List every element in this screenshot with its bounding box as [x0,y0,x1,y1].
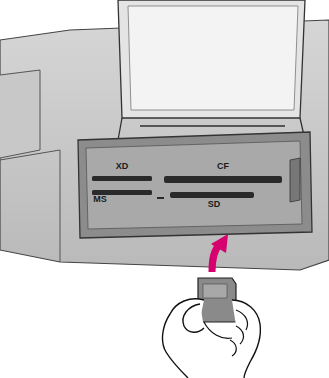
body-edge [0,150,60,262]
sd-slot [170,192,254,198]
slot-label: XD [116,162,129,171]
slot-label: SD [208,200,221,209]
slot-recess [78,132,312,238]
palm-line [204,322,232,338]
slot-panel [86,141,302,229]
side-latch [290,158,300,202]
thumb [163,299,204,378]
cf-slot [164,176,282,183]
card-label [203,284,227,298]
fingers [232,300,260,378]
slot-separator [157,197,164,199]
hinge-bar [140,125,285,127]
slot-label: MS [93,195,107,204]
xd-slot [92,176,152,181]
lid-window [128,6,298,110]
display-panel [0,70,40,158]
open-lid [118,0,305,118]
thumb-tip [183,304,204,332]
slot-label: CF [217,162,229,171]
finger-lines [230,310,248,356]
arrow-head [211,234,228,253]
